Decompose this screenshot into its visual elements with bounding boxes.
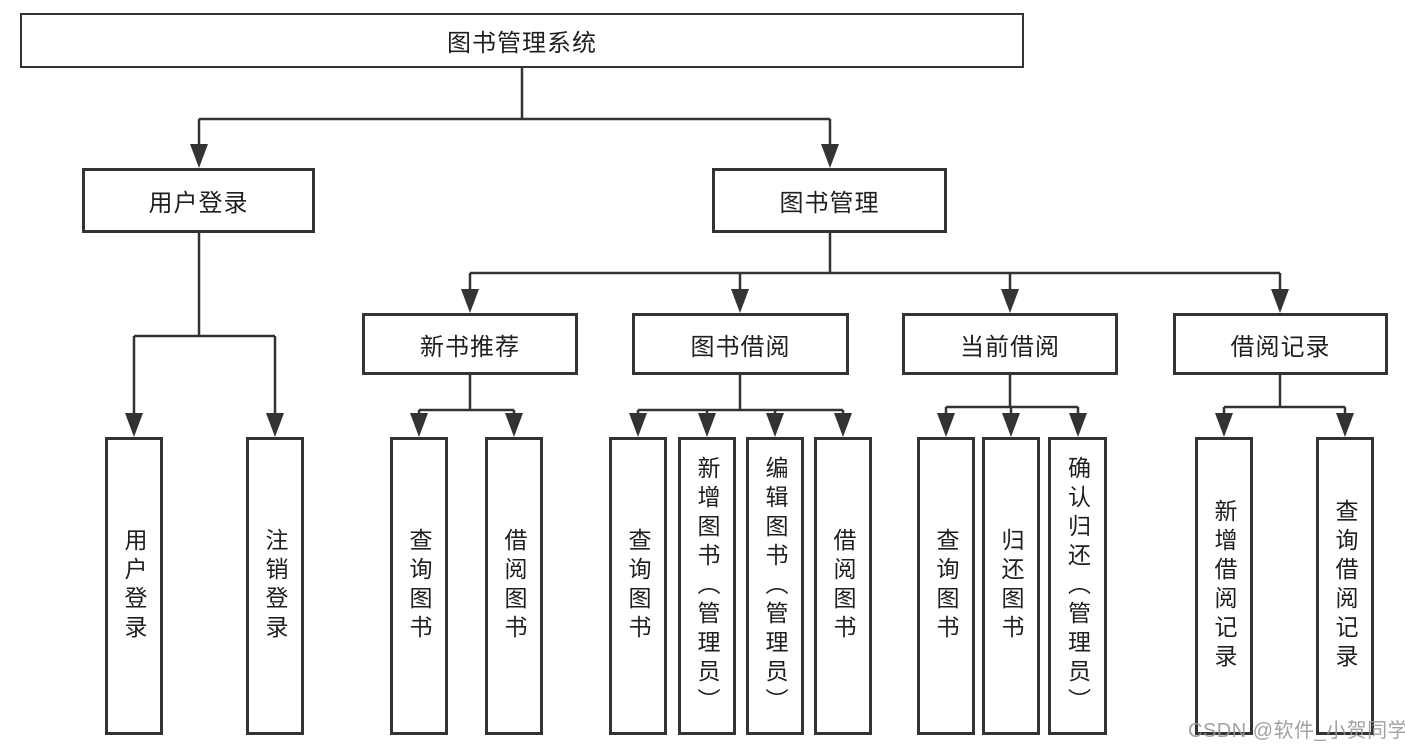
arrow-down-icon [1336, 413, 1354, 437]
node-new-book-recommend: 新书推荐 [362, 313, 578, 375]
leaf-confirm-return-admin: 确认归还（管理员） [1048, 437, 1107, 735]
node-label: 查询借阅记录 [1332, 499, 1358, 673]
csdn-watermark: CSDN @软件_小贺同学 [1188, 720, 1405, 742]
node-label: 查询图书 [625, 528, 651, 644]
node-library-system: 图书管理系统 [20, 13, 1024, 68]
node-label: 新增借阅记录 [1211, 499, 1237, 673]
node-label: 图书管理 [779, 190, 880, 217]
connector-borrow-records-children [1222, 375, 1347, 415]
arrow-down-icon [461, 289, 479, 313]
node-label: 用户登录 [148, 190, 249, 217]
node-label: 当前借阅 [960, 333, 1060, 361]
connector-new-book-children [417, 375, 516, 415]
node-label: 编辑图书（管理员） [762, 455, 788, 717]
connector-book-mgmt-children [468, 233, 1282, 291]
arrow-down-icon [410, 413, 428, 437]
arrow-down-icon [834, 413, 852, 437]
node-label: 注销登录 [262, 528, 288, 644]
arrow-down-icon [698, 413, 716, 437]
node-label: 查询图书 [933, 528, 959, 644]
leaf-query-books-current: 查询图书 [917, 437, 975, 735]
node-label: 查询图书 [406, 528, 432, 644]
arrow-down-icon [766, 413, 784, 437]
node-label: 新增图书（管理员） [694, 455, 720, 717]
leaf-borrow-books-borrowing: 借阅图书 [814, 437, 872, 735]
node-label: 借阅图书 [830, 528, 856, 644]
node-book-management: 图书管理 [712, 168, 947, 233]
leaf-logout: 注销登录 [246, 437, 304, 735]
leaf-add-book-admin: 新增图书（管理员） [678, 437, 736, 735]
node-label: 确认归还（管理员） [1064, 455, 1091, 717]
arrow-down-icon [821, 144, 839, 168]
node-label: 归还图书 [998, 528, 1024, 644]
arrow-down-icon [1002, 413, 1020, 437]
node-label: 借阅记录 [1230, 333, 1331, 361]
leaf-borrow-books-recommend: 借阅图书 [485, 437, 543, 735]
node-label: 借阅图书 [501, 528, 527, 644]
leaf-edit-book-admin: 编辑图书（管理员） [746, 437, 804, 735]
node-label: 图书借阅 [690, 333, 791, 361]
node-label: 图书管理系统 [447, 30, 597, 57]
arrow-down-icon [629, 413, 647, 437]
node-user-login: 用户登录 [82, 168, 315, 233]
leaf-query-books-recommend: 查询图书 [390, 437, 448, 735]
arrow-down-icon [266, 413, 284, 437]
arrow-down-icon [1215, 413, 1233, 437]
node-label: 新书推荐 [420, 333, 520, 361]
arrow-down-icon [505, 413, 523, 437]
leaf-user-login: 用户登录 [105, 437, 163, 735]
node-current-borrowing: 当前借阅 [902, 313, 1118, 375]
arrow-down-icon [1001, 289, 1019, 313]
arrow-down-icon [937, 413, 955, 437]
leaf-query-books-borrowing: 查询图书 [609, 437, 667, 735]
leaf-return-book: 归还图书 [982, 437, 1040, 735]
node-book-borrowing: 图书借阅 [632, 313, 849, 375]
node-borrow-records: 借阅记录 [1173, 313, 1388, 375]
connector-root-to-level2 [197, 68, 832, 146]
arrow-down-icon [1069, 413, 1087, 437]
arrow-down-icon [731, 289, 749, 313]
leaf-query-borrow-record: 查询借阅记录 [1316, 437, 1374, 735]
node-label: 用户登录 [121, 528, 147, 644]
leaf-add-borrow-record: 新增借阅记录 [1195, 437, 1253, 735]
arrow-down-icon [190, 144, 208, 168]
arrow-down-icon [125, 413, 143, 437]
connector-book-borrow-children [636, 375, 845, 415]
arrow-down-icon [1271, 289, 1289, 313]
connector-current-borrow-children [944, 375, 1080, 415]
connector-user-login-children [132, 233, 277, 415]
